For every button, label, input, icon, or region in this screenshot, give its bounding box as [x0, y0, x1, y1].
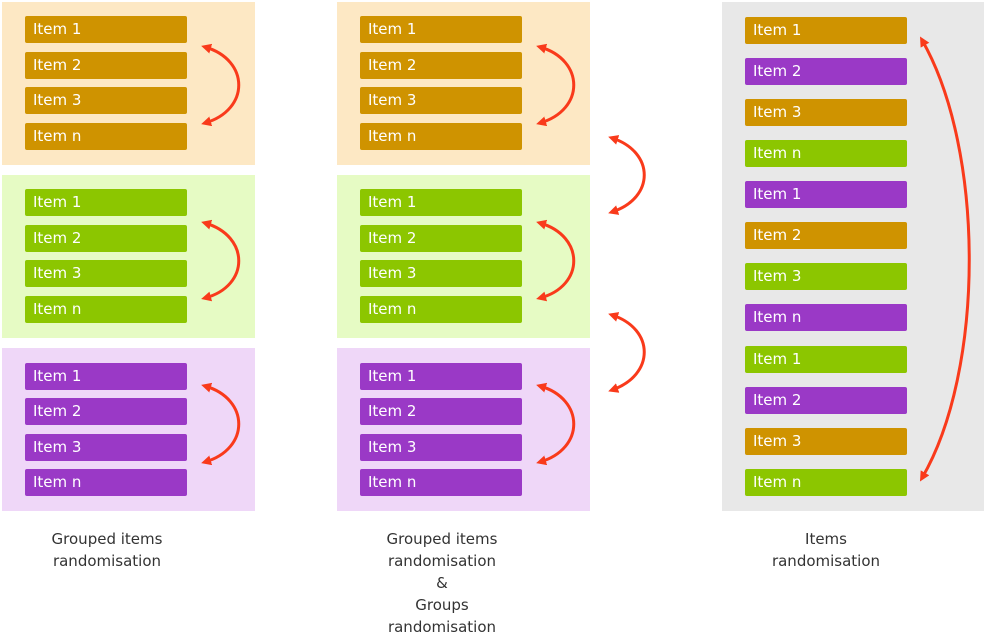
- list-item: Item 2: [25, 225, 187, 252]
- list-item: Item 1: [360, 16, 522, 43]
- caption-line: Items: [805, 530, 847, 548]
- swap-arrow: [536, 219, 576, 302]
- list-item: Item 3: [360, 434, 522, 461]
- col2-group-purple: Item 1 Item 2 Item 3 Item n: [337, 348, 590, 511]
- caption-line: randomisation: [387, 552, 497, 570]
- list-item: Item n: [25, 123, 187, 150]
- caption-line: Grouped items: [51, 530, 163, 548]
- col2-group-orange: Item 1 Item 2 Item 3 Item n: [337, 2, 590, 165]
- caption-line: &: [436, 574, 448, 592]
- swap-arrow: [201, 43, 241, 127]
- list-item: Item 3: [745, 263, 907, 290]
- list-item: Item n: [25, 469, 187, 496]
- caption-line: randomisation: [771, 552, 881, 570]
- list-item: Item n: [745, 140, 907, 167]
- list-item: Item n: [745, 469, 907, 496]
- items-swap-arrow: [919, 36, 971, 482]
- caption-col1: Grouped items randomisation: [7, 528, 207, 572]
- caption-line: Grouped items: [386, 530, 498, 548]
- list-item: Item 3: [360, 260, 522, 287]
- caption-col2: Grouped items randomisation & Groups ran…: [342, 528, 542, 638]
- col1-group-purple: Item 1 Item 2 Item 3 Item n: [2, 348, 255, 511]
- list-item: Item 3: [25, 87, 187, 114]
- list-item: Item 2: [360, 225, 522, 252]
- col1-group-orange: Item 1 Item 2 Item 3 Item n: [2, 2, 255, 165]
- caption-line: randomisation: [387, 618, 497, 636]
- caption-line: Groups: [415, 596, 469, 614]
- list-item: Item n: [360, 123, 522, 150]
- list-item: Item n: [745, 304, 907, 331]
- swap-arrow: [201, 219, 241, 302]
- list-item: Item 1: [25, 363, 187, 390]
- list-item: Item 2: [360, 398, 522, 425]
- list-item: Item 3: [360, 87, 522, 114]
- col1-group-green: Item 1 Item 2 Item 3 Item n: [2, 175, 255, 338]
- list-item: Item 2: [25, 398, 187, 425]
- list-item: Item 2: [745, 387, 907, 414]
- list-item: Item 1: [25, 16, 187, 43]
- list-item: Item 3: [25, 260, 187, 287]
- list-item: Item 3: [745, 99, 907, 126]
- list-item: Item 2: [25, 52, 187, 79]
- col2-group-green: Item 1 Item 2 Item 3 Item n: [337, 175, 590, 338]
- swap-arrow: [201, 382, 241, 466]
- list-item: Item 1: [745, 17, 907, 44]
- list-item: Item 1: [745, 346, 907, 373]
- list-item: Item n: [360, 469, 522, 496]
- list-item: Item n: [360, 296, 522, 323]
- list-item: Item 1: [25, 189, 187, 216]
- caption-line: randomisation: [52, 552, 162, 570]
- list-item: Item 1: [360, 189, 522, 216]
- list-item: Item 2: [360, 52, 522, 79]
- group-swap-arrow: [608, 312, 646, 393]
- caption-col3: Items randomisation: [726, 528, 926, 572]
- swap-arrow: [536, 382, 576, 466]
- swap-arrow: [536, 43, 576, 127]
- list-item: Item 2: [745, 58, 907, 85]
- list-item: Item 3: [745, 428, 907, 455]
- list-item: Item 1: [745, 181, 907, 208]
- list-item: Item 1: [360, 363, 522, 390]
- group-swap-arrow: [608, 135, 646, 215]
- col3-panel: [722, 2, 984, 511]
- list-item: Item 3: [25, 434, 187, 461]
- list-item: Item n: [25, 296, 187, 323]
- list-item: Item 2: [745, 222, 907, 249]
